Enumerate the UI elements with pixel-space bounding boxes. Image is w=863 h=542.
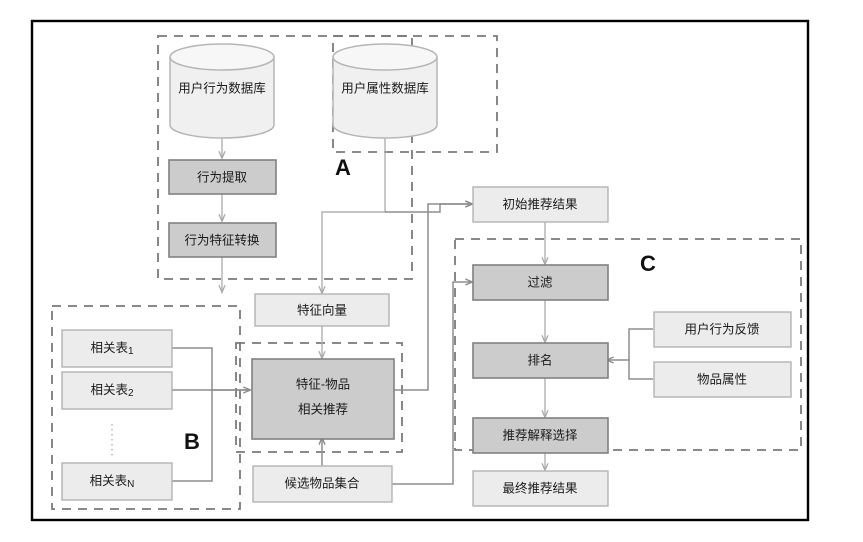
group-b-label: B: [184, 429, 200, 454]
connector-rec-to-initial-result: [394, 204, 472, 391]
node-initial-rec-result[interactable]: 初始推荐结果: [472, 186, 609, 223]
node-rel-table-n-label: 相关表N: [90, 474, 135, 489]
connector-rel-table-1-to-rec: [172, 347, 250, 390]
node-feature-item-recommendation-label-line2: 相关推荐: [298, 402, 348, 416]
node-item-attribute-label: 物品属性: [697, 372, 747, 386]
node-final-rec-result[interactable]: 最终推荐结果: [472, 470, 609, 507]
node-behavior-extract[interactable]: 行为提取: [168, 159, 277, 195]
node-user-attr-db-label: 用户属性数据库: [341, 80, 429, 95]
connector-attr-db-to-feature-vector: [322, 135, 386, 293]
node-feature-item-recommendation-label-line1: 特征-物品: [296, 376, 350, 391]
group-c-label: C: [640, 251, 656, 276]
group-b-right-boundary: [235, 342, 403, 453]
node-user-attr-db[interactable]: 用户属性数据库: [332, 43, 438, 139]
node-feature-item-recommendation[interactable]: 特征-物品 相关推荐: [251, 358, 395, 440]
node-rel-table-n[interactable]: 相关表N: [61, 462, 173, 501]
node-rel-table-1[interactable]: 相关表1: [61, 329, 173, 368]
node-feature-vector[interactable]: 特征向量: [254, 293, 390, 327]
node-item-attribute[interactable]: 物品属性: [653, 361, 792, 398]
group-b-boundary: [51, 305, 241, 510]
node-user-behavior-db[interactable]: 用户行为数据库: [169, 43, 275, 139]
node-candidate-item-set[interactable]: 候选物品集合: [252, 465, 393, 503]
node-rel-table-2[interactable]: 相关表2: [61, 371, 173, 410]
connector-rel-table-n-to-rec: [172, 390, 213, 482]
node-rank[interactable]: 排名: [472, 342, 609, 379]
node-rank-label: 排名: [527, 352, 552, 367]
group-a-label: A: [335, 155, 351, 180]
node-user-behavior-feedback-label: 用户行为反馈: [684, 321, 759, 336]
node-behavior-feature-transform-label: 行为特征转换: [184, 232, 260, 247]
node-user-behavior-feedback[interactable]: 用户行为反馈: [653, 311, 792, 348]
node-candidate-item-set-label: 候选物品集合: [284, 475, 360, 490]
node-feature-vector-label: 特征向量: [297, 302, 347, 317]
node-filter[interactable]: 过滤: [472, 264, 609, 301]
node-rel-table-2-label: 相关表2: [90, 383, 134, 398]
connector-candidate-to-filter: [392, 282, 472, 485]
node-rec-explain-select-label: 推荐解释选择: [502, 428, 578, 442]
diagram-outer-frame: [30, 19, 810, 522]
node-behavior-extract-label: 行为提取: [197, 169, 248, 184]
group-a-boundary: [157, 35, 413, 280]
node-user-behavior-db-label: 用户行为数据库: [178, 80, 266, 95]
node-rel-table-1-label: 相关表1: [90, 341, 134, 356]
node-behavior-feature-transform[interactable]: 行为特征转换: [168, 222, 277, 258]
node-final-rec-result-label: 最终推荐结果: [502, 480, 578, 495]
node-filter-label: 过滤: [527, 275, 553, 289]
connector-feedback-to-rank: [607, 328, 653, 360]
node-rec-explain-select[interactable]: 推荐解释选择: [472, 417, 609, 454]
node-initial-rec-result-label: 初始推荐结果: [502, 197, 578, 211]
connector-item-attr-to-rank: [628, 360, 653, 380]
group-c-boundary: [454, 238, 802, 451]
